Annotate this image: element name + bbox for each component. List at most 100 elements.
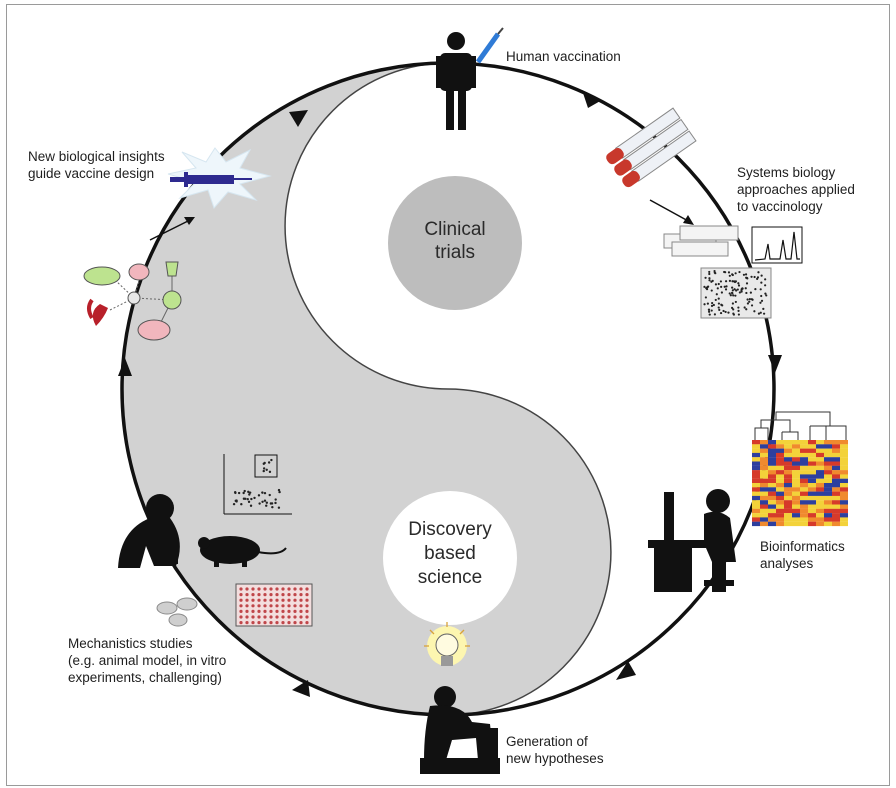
heatmap-cell	[784, 465, 792, 471]
heatmap-cell	[816, 461, 824, 466]
heatmap-cell	[840, 457, 848, 462]
heatmap-cell	[800, 457, 808, 462]
well	[275, 609, 279, 614]
microarray-dot	[732, 313, 735, 316]
heatmap-cell	[832, 478, 840, 484]
heatmap-cell	[840, 521, 848, 527]
microarray-dot	[762, 307, 765, 310]
well	[263, 615, 267, 619]
heatmap-cell	[768, 500, 776, 505]
microarray-dot	[731, 286, 734, 289]
well	[275, 604, 279, 608]
heatmap-cell	[800, 487, 808, 492]
heatmap-cell	[768, 517, 776, 522]
heatmap-cell	[824, 517, 832, 522]
heatmap-cell	[760, 508, 768, 514]
step-label-insights: New biological insights guide vaccine de…	[28, 149, 165, 181]
well	[263, 609, 267, 614]
heatmap-cell	[760, 491, 768, 496]
well	[305, 604, 309, 608]
heatmap-cell	[840, 504, 848, 509]
heatmap-cell	[840, 495, 848, 501]
heatmap-cell	[840, 444, 848, 449]
heatmap-cell	[824, 495, 832, 501]
heatmap-cell	[792, 517, 800, 522]
scatter-point	[265, 501, 269, 504]
heatmap-cell	[800, 508, 808, 514]
heatmap-cell	[824, 444, 832, 449]
heatmap-cell	[776, 478, 784, 484]
scatter-point	[247, 490, 250, 494]
microarray-dot	[711, 279, 714, 282]
microarray-dot	[712, 303, 715, 307]
heatmap-cell	[816, 448, 824, 453]
cycle-arrows	[118, 90, 782, 697]
well	[257, 593, 261, 597]
heatmap-cell	[824, 461, 832, 466]
heatmap-cell	[768, 513, 776, 518]
mouse-icon	[198, 536, 287, 567]
well	[287, 587, 291, 591]
microarray-dot	[713, 313, 717, 316]
microarray-dot	[759, 301, 762, 304]
microarray-dot	[727, 271, 731, 274]
heatmap-cell	[792, 461, 800, 466]
heatmap-cell	[816, 487, 824, 492]
heatmap-cell	[760, 444, 768, 449]
arrow-head	[118, 358, 132, 376]
heatmap-cell	[792, 504, 800, 509]
microarray-dot	[732, 294, 735, 297]
well	[293, 598, 297, 602]
heatmap-cell	[784, 448, 792, 453]
heatmap-cell	[800, 517, 808, 522]
well	[299, 587, 303, 591]
arrow-head	[289, 110, 308, 127]
flow-arrow	[649, 199, 691, 223]
heatmap-cell	[816, 508, 824, 514]
microarray-dot	[714, 298, 717, 302]
microarray-dot	[734, 272, 737, 275]
microarray-dot	[763, 312, 766, 315]
microarray-dot	[719, 311, 723, 315]
well	[239, 598, 243, 602]
heatmap-cell	[792, 457, 800, 462]
heatmap-cell	[760, 521, 768, 527]
heatmap-cell	[800, 495, 808, 501]
microarray-dot	[724, 288, 728, 291]
microarray-dot	[744, 273, 748, 276]
microarray-dot	[742, 273, 746, 276]
scatter-point	[265, 468, 268, 471]
scatter-point	[262, 462, 265, 465]
microarray-dot	[715, 293, 718, 296]
well	[293, 587, 297, 591]
heatmap-cell	[824, 470, 832, 475]
heatmap-cell	[816, 478, 824, 484]
microarray-dot	[753, 310, 756, 313]
microarray-dot	[728, 292, 731, 295]
heatmap-cell	[792, 444, 800, 449]
well	[299, 609, 303, 614]
microarray-dot	[720, 291, 723, 294]
heatmap-cell	[776, 470, 784, 475]
heatmap-cell	[800, 470, 808, 475]
microarray-dot	[741, 287, 744, 290]
well	[257, 621, 261, 625]
discovery-disc	[383, 491, 517, 625]
microarray-dot	[738, 291, 741, 294]
scatter-point	[248, 493, 251, 496]
microarray-dot	[746, 298, 749, 301]
heatmap-cell	[816, 474, 824, 479]
microarray-dot	[714, 283, 718, 286]
arrow-head	[582, 90, 602, 108]
heatmap-cell	[760, 461, 768, 466]
scatter-point	[277, 506, 281, 509]
microarray-dot	[748, 298, 751, 301]
scatter-point	[258, 502, 261, 505]
microarray-dot	[745, 308, 748, 311]
heatmap-cell	[752, 521, 760, 527]
well	[251, 621, 255, 625]
microarray-dot	[760, 299, 764, 302]
heatmap-cell	[824, 483, 832, 488]
microarray-dot	[745, 282, 749, 285]
heatmap-cell	[784, 452, 792, 458]
